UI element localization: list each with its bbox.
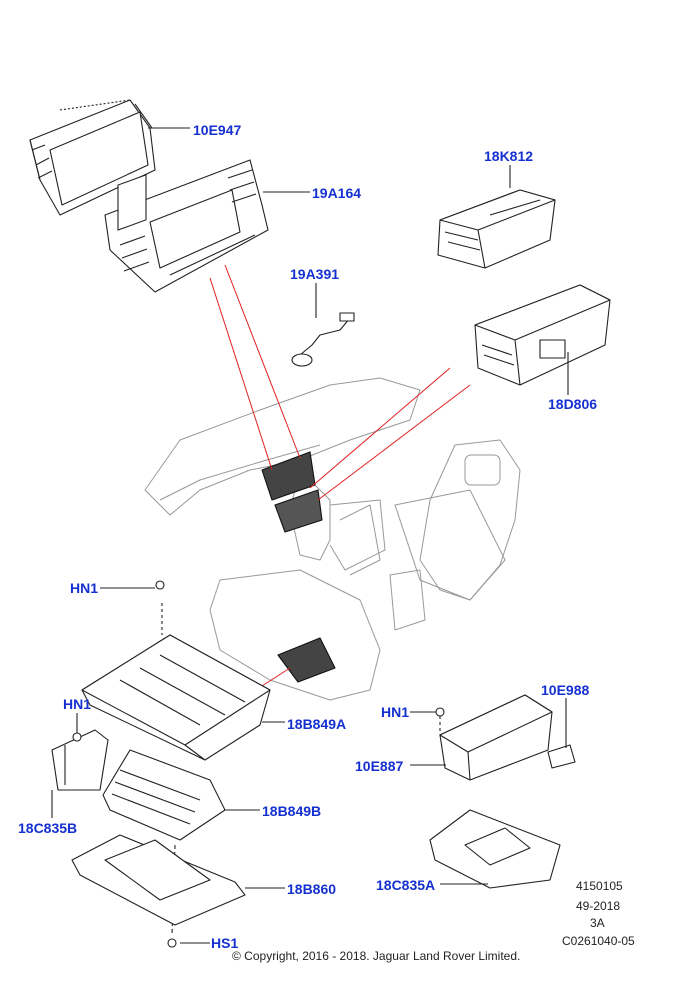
part-18C835B-bracket bbox=[51, 729, 109, 791]
label-10E988: 10E988 bbox=[541, 682, 590, 698]
part-18C835A-bracket bbox=[429, 809, 561, 889]
label-18D806: 18D806 bbox=[548, 396, 598, 412]
part-10E887-module bbox=[439, 694, 553, 781]
label-HS1: HS1 bbox=[211, 935, 239, 951]
ref-line-4: C0261040-05 bbox=[562, 934, 635, 948]
ref-line-3: 3A bbox=[590, 916, 605, 930]
part-19A164-panel bbox=[104, 159, 269, 293]
part-18B849B-amplifier bbox=[102, 749, 226, 936]
part-18K812-module bbox=[437, 189, 556, 269]
vehicle-interior bbox=[144, 377, 521, 701]
label-10E947: 10E947 bbox=[193, 122, 242, 138]
part-18B849A-amplifier bbox=[81, 603, 271, 761]
label-leader-lines bbox=[51, 127, 569, 944]
label-18B849B: 18B849B bbox=[262, 803, 322, 819]
ref-line-1: 4150105 bbox=[576, 879, 623, 893]
label-HN1-top: HN1 bbox=[70, 580, 99, 596]
red-leader-lines bbox=[209, 264, 471, 701]
part-19A391-cable bbox=[291, 312, 355, 367]
label-18B849A: 18B849A bbox=[287, 716, 347, 732]
part-18D806-unit bbox=[474, 284, 611, 386]
label-HN1-right: HN1 bbox=[381, 704, 410, 720]
label-10E887: 10E887 bbox=[355, 758, 404, 774]
label-18C835B: 18C835B bbox=[18, 820, 78, 836]
label-19A391: 19A391 bbox=[290, 266, 340, 282]
label-18B860: 18B860 bbox=[287, 881, 337, 897]
part-18B860-plate bbox=[71, 834, 246, 926]
label-18C835A: 18C835A bbox=[376, 877, 436, 893]
label-19A164: 19A164 bbox=[312, 185, 362, 201]
ref-line-2: 49-2018 bbox=[576, 899, 621, 913]
fasteners bbox=[72, 580, 445, 948]
label-HN1-left: HN1 bbox=[63, 696, 92, 712]
part-10E947-display bbox=[29, 99, 156, 216]
installed-units bbox=[261, 451, 336, 683]
copyright-text: © Copyright, 2016 - 2018. Jaguar Land Ro… bbox=[232, 949, 521, 963]
label-18K812: 18K812 bbox=[484, 148, 534, 164]
part-10E988-label bbox=[547, 744, 576, 769]
